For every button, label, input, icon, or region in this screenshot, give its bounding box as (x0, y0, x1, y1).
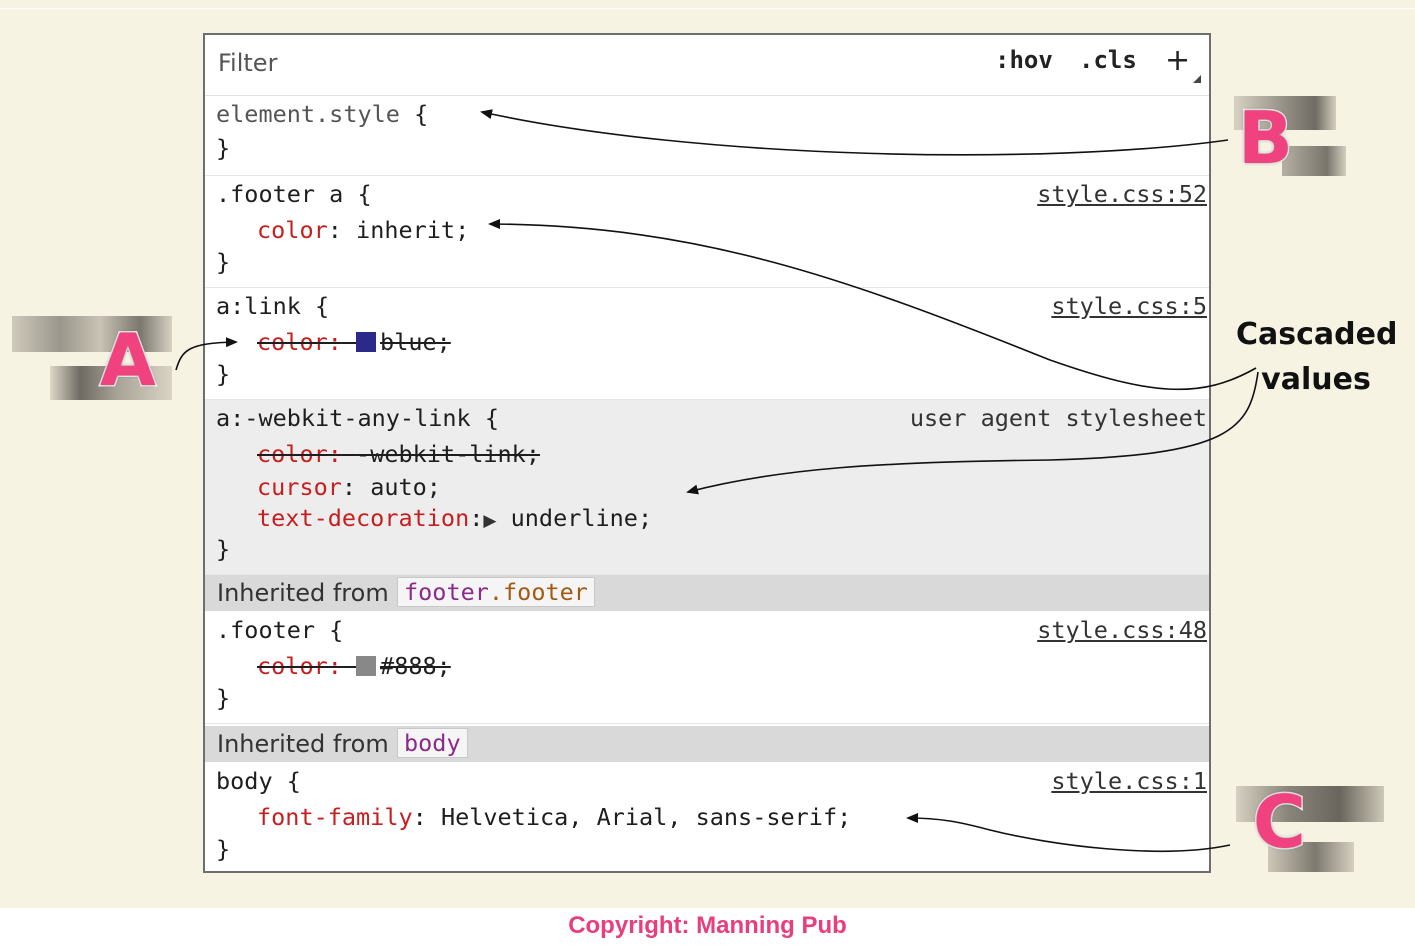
declaration-text-decoration: text-decoration:▶ underline; (257, 504, 653, 532)
arrow-cascaded-any-link (686, 371, 1259, 495)
cascaded-values-label: Cascaded values (1236, 312, 1398, 402)
declaration-color-overridden: color: -webkit-link; (257, 440, 540, 468)
property-name: color (257, 216, 328, 244)
declaration-color[interactable]: color: inherit; (257, 216, 470, 244)
property-value: Helvetica, Arial, sans-serif; (440, 803, 852, 831)
declaration-color-overridden[interactable]: color: #888; (257, 652, 451, 680)
color-swatch-icon[interactable] (356, 332, 377, 352)
property-value: underline; (510, 504, 653, 532)
source-link[interactable]: style.css:1 (1051, 767, 1207, 795)
inherited-element-link[interactable]: footer.footer (397, 577, 595, 607)
property-name: cursor (257, 473, 342, 501)
blurred-label-a-bottom (50, 366, 172, 400)
property-value: #888; (380, 652, 451, 680)
arrow-c-body (906, 813, 1231, 852)
blurred-label-a-top (12, 316, 172, 352)
inherited-from-footer-bar: Inherited from footer.footer (205, 575, 1209, 611)
inherited-from-body-bar: Inherited from body (205, 726, 1209, 762)
rule-close-brace: } (216, 684, 231, 712)
property-value: auto; (370, 473, 441, 501)
inherited-label: Inherited from (217, 579, 389, 607)
user-agent-stylesheet-label: user agent stylesheet (909, 404, 1207, 432)
property-value: inherit; (356, 216, 470, 244)
arrow-a-link (175, 337, 238, 371)
rule-selector[interactable]: body { (216, 767, 301, 795)
rule-close-brace: } (216, 134, 231, 162)
callout-letter-c: C (1252, 779, 1308, 866)
blurred-label-c-top (1236, 786, 1384, 822)
copyright-notice: Copyright: Manning Pub (568, 912, 847, 939)
rule-footer: .footer { style.css:48 color: #888; } (205, 612, 1209, 724)
blurred-label-c-bottom (1268, 842, 1354, 872)
rule-selector[interactable]: .footer { (216, 616, 344, 644)
property-name: color: (257, 440, 342, 468)
property-name: color: (257, 652, 342, 680)
filter-bar: Filter :hov .cls + (205, 35, 1209, 96)
declaration-color-overridden[interactable]: color: blue; (257, 328, 451, 356)
rule-selector: a:-webkit-any-link { (216, 404, 499, 432)
property-value: blue; (380, 328, 451, 356)
cls-toggle-button[interactable]: .cls (1079, 46, 1137, 74)
cascaded-label-line1: Cascaded (1236, 317, 1398, 352)
bottom-strip (0, 908, 1415, 950)
blurred-label-b-bottom (1282, 146, 1346, 176)
property-name: font-family (257, 803, 413, 831)
declaration-font-family[interactable]: font-family: Helvetica, Arial, sans-seri… (257, 803, 852, 831)
rule-selector[interactable]: .footer a { (216, 180, 372, 208)
top-divider (0, 8, 1415, 9)
rule-close-brace: } (216, 360, 231, 388)
filter-input[interactable]: Filter (218, 49, 278, 77)
rule-close-brace: } (216, 248, 231, 276)
property-name: text-decoration (257, 504, 470, 532)
inherited-element-link[interactable]: body (397, 728, 468, 758)
rule-element-style: element.style { } (205, 96, 1209, 176)
styles-panel: Filter :hov .cls + element.style { } .fo… (203, 33, 1211, 873)
callout-letter-a: A (99, 317, 158, 404)
new-rule-button[interactable]: + (1165, 43, 1191, 78)
blurred-label-b-top (1234, 96, 1336, 130)
property-name: color: (257, 328, 342, 356)
expand-triangle-icon[interactable]: ▶ (483, 511, 497, 531)
source-link[interactable]: style.css:48 (1037, 616, 1207, 644)
color-swatch-icon[interactable] (356, 656, 377, 676)
rule-body: body { style.css:1 font-family: Helvetic… (205, 763, 1209, 871)
arrow-cascaded-footer-a (488, 219, 1257, 391)
arrow-b-element-style (480, 109, 1229, 156)
rule-selector[interactable]: element.style { (216, 100, 429, 128)
rule-selector[interactable]: a:link { (216, 292, 330, 320)
source-link[interactable]: style.css:52 (1037, 180, 1207, 208)
inherited-label: Inherited from (217, 730, 389, 758)
rule-close-brace: } (216, 835, 231, 863)
corner-menu-icon[interactable] (1193, 75, 1201, 83)
callout-letter-b: B (1237, 95, 1295, 182)
property-value: -webkit-link; (356, 440, 540, 468)
rule-footer-a: .footer a { style.css:52 color: inherit;… (205, 176, 1209, 288)
rule-a-link: a:link { style.css:5 color: blue; } (205, 288, 1209, 400)
declaration-cursor: cursor: auto; (257, 473, 441, 501)
cascaded-label-line2: values (1261, 362, 1371, 397)
rule-close-brace: } (216, 535, 231, 563)
hov-toggle-button[interactable]: :hov (995, 46, 1053, 74)
source-link[interactable]: style.css:5 (1051, 292, 1207, 320)
